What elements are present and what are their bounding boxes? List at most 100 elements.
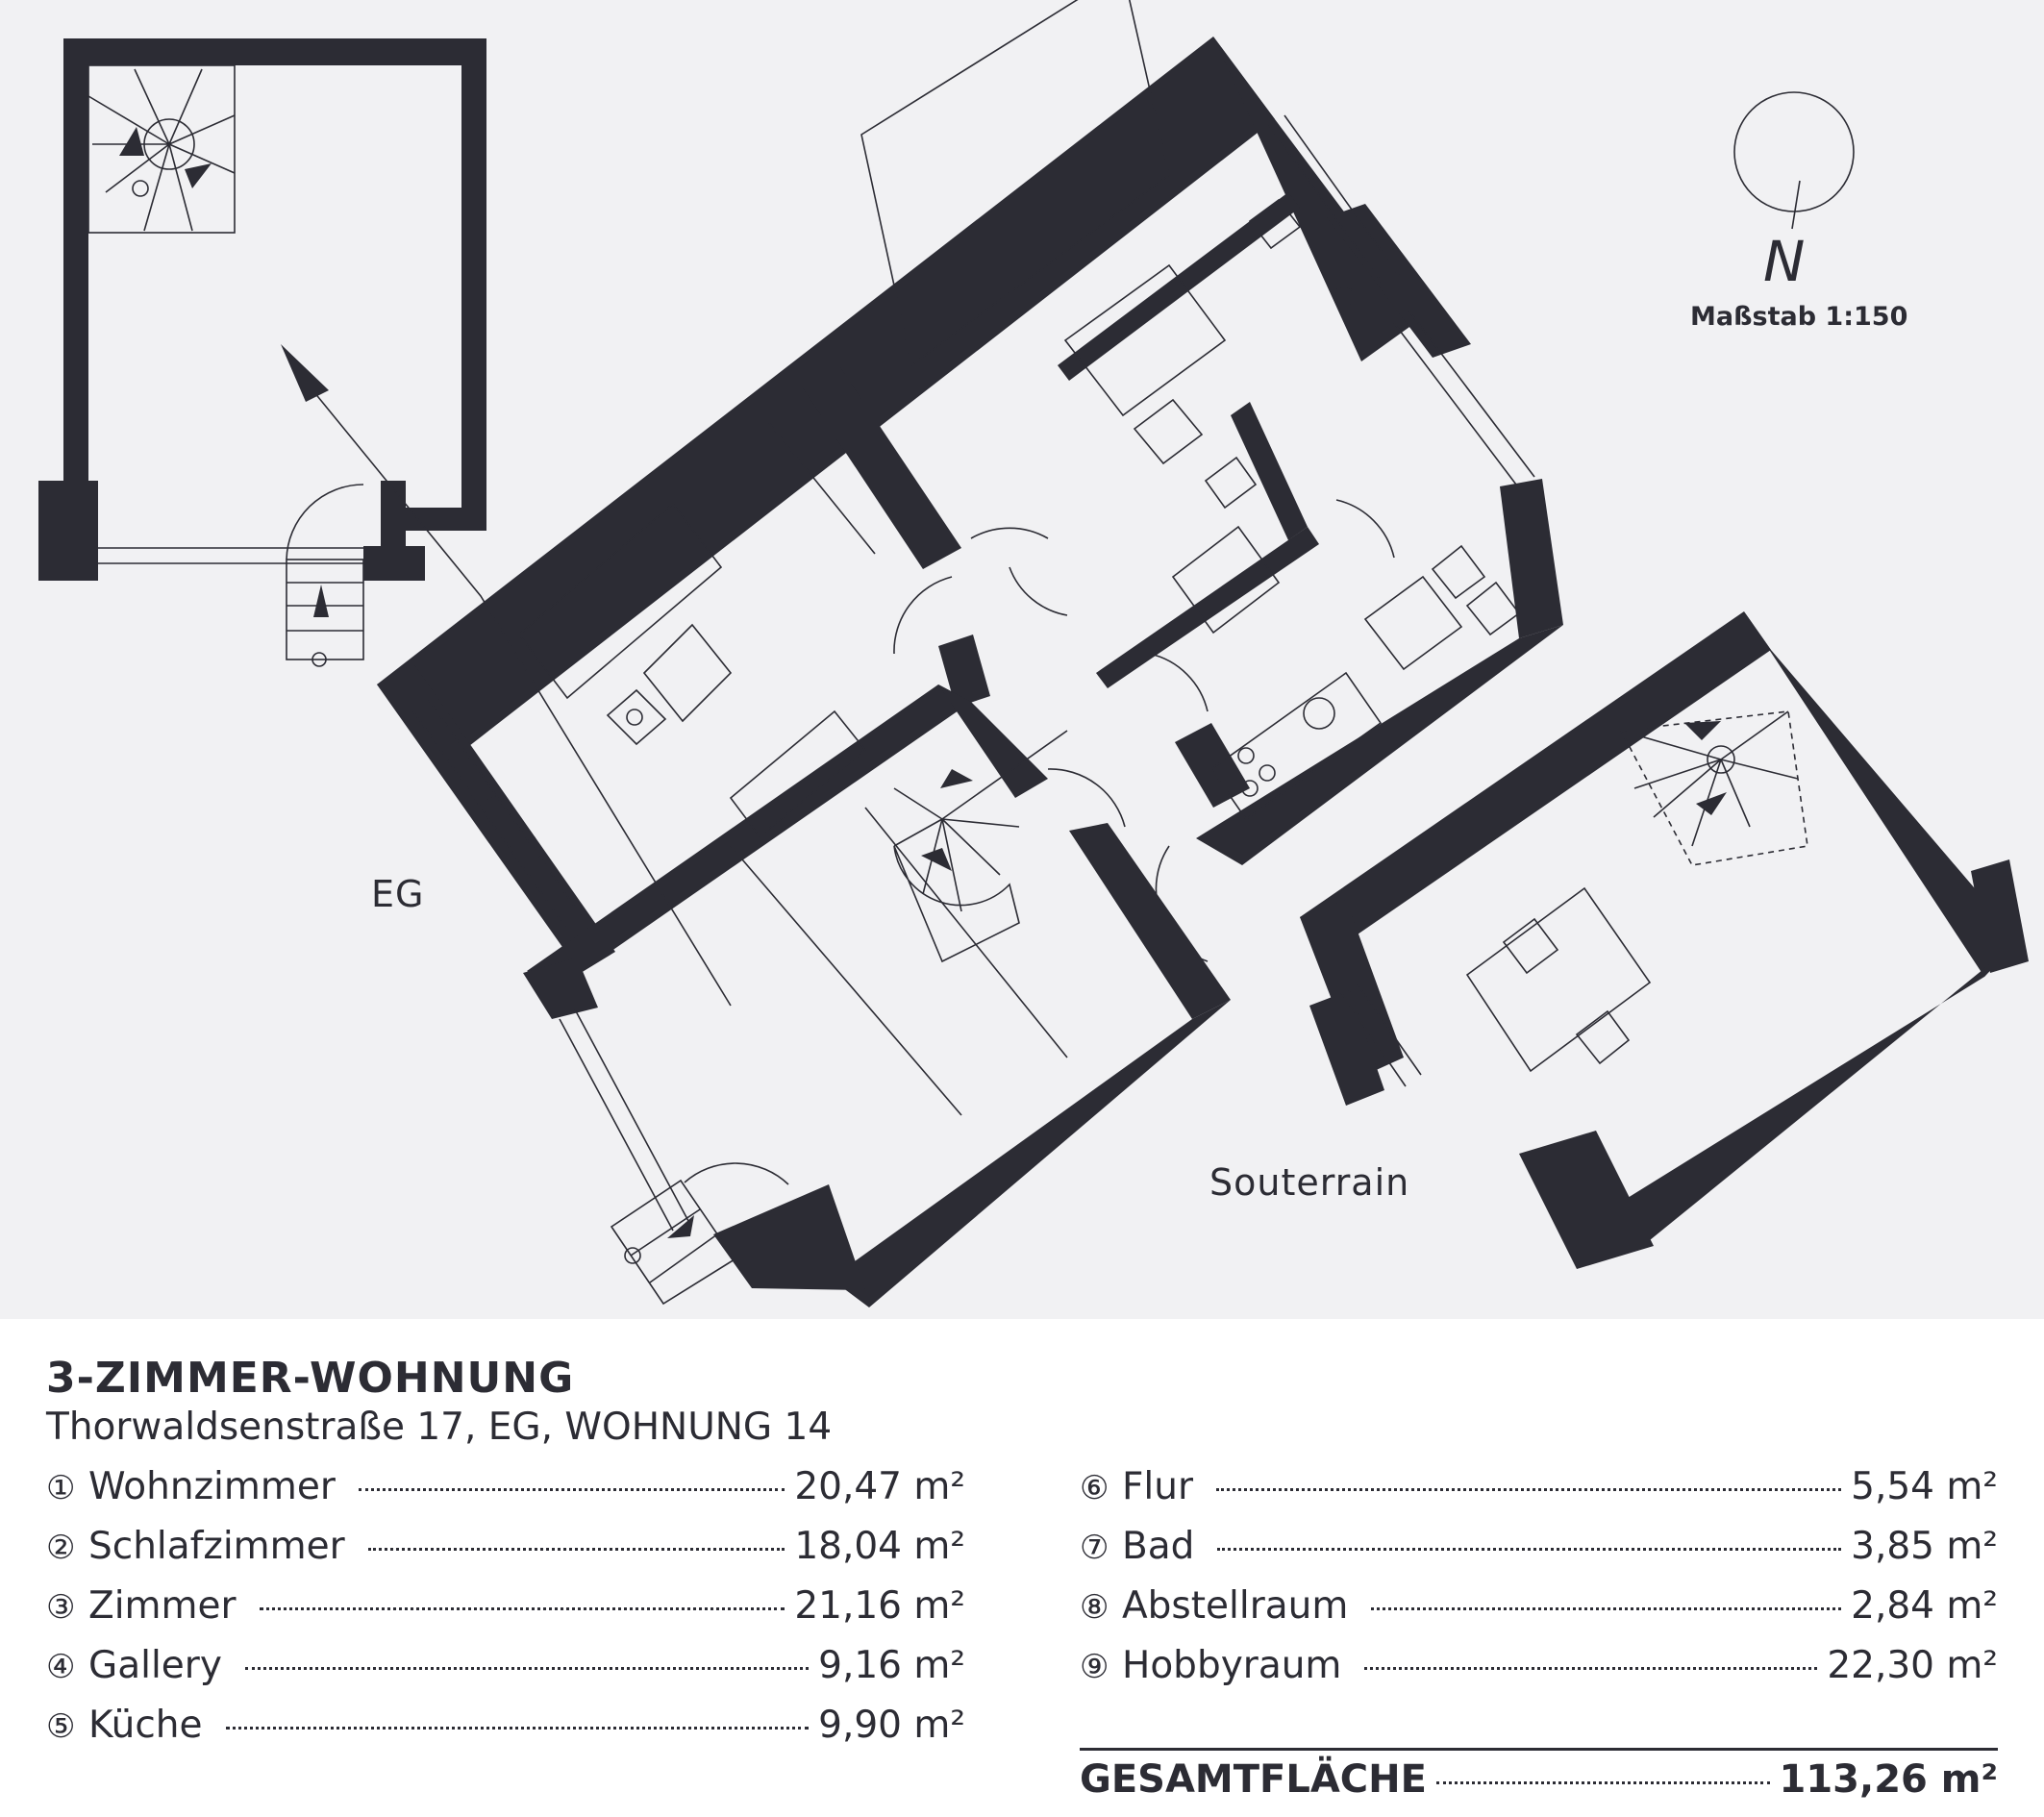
apartment-address: Thorwaldsenstraße 17, EG, WOHNUNG 14 — [46, 1406, 833, 1449]
leader-dots — [358, 1488, 785, 1491]
leader-dots — [1371, 1607, 1842, 1610]
room-name: Küche — [88, 1704, 203, 1747]
leader-dots — [1364, 1667, 1818, 1670]
room-row: ① Wohnzimmer 20,47 m² — [46, 1465, 965, 1525]
total-area: 113,26 m² — [1779, 1757, 1998, 1802]
door-swing-souterrain — [1155, 845, 1209, 962]
arrow-souterrain-stair — [1684, 721, 1721, 740]
arrow-zimmer-stair — [940, 769, 973, 788]
door-swing-bath — [1149, 653, 1209, 712]
wall-zimmer-south — [831, 1000, 1231, 1307]
arrow-gallery-stair — [119, 127, 144, 156]
zimmer-stair — [893, 730, 1068, 912]
room-name: Zimmer — [88, 1584, 237, 1628]
room-area: 20,47 m² — [794, 1465, 965, 1508]
room-number: ⑨ — [1080, 1648, 1109, 1686]
room-number: ⑤ — [46, 1707, 76, 1746]
door-swing-living — [893, 576, 953, 655]
door-swing-hall-south — [1009, 566, 1068, 616]
leader-dots — [259, 1607, 785, 1610]
bottom-entry-steps — [610, 1179, 736, 1306]
room-name: Gallery — [88, 1644, 222, 1687]
gallery-wall-right — [461, 38, 486, 531]
room-area: 18,04 m² — [794, 1525, 965, 1568]
room-number: ④ — [46, 1648, 76, 1686]
total-row: GESAMTFLÄCHE 113,26 m² — [1080, 1757, 1998, 1802]
wall-bath-east — [1231, 402, 1308, 540]
room-number: ⑦ — [1080, 1529, 1109, 1567]
kitchen-table — [1363, 575, 1463, 671]
floor-plan-drawing — [38, 0, 2029, 1307]
room-name: Wohnzimmer — [88, 1465, 336, 1508]
gallery-entry-steps — [286, 559, 364, 660]
leader-dots — [1217, 1548, 1842, 1551]
souterrain-wall-small — [1309, 990, 1384, 1106]
room-area: 21,16 m² — [794, 1584, 965, 1628]
coffee-table — [642, 623, 733, 723]
arrow-gallery-entry — [313, 585, 329, 617]
souterrain-wall-west — [1300, 900, 1404, 1077]
room-row: ⑥ Flur 5,54 m² — [1080, 1465, 1998, 1525]
room-name: Flur — [1122, 1465, 1194, 1508]
room-row: ⑤ Küche 9,90 m² — [46, 1704, 965, 1763]
room-name: Abstellraum — [1122, 1584, 1349, 1628]
apartment-info: 3-ZIMMER-WOHNUNG Thorwaldsenstraße 17, E… — [46, 1346, 1998, 1807]
nightstand — [1133, 398, 1204, 465]
wall-bottom-left-block — [523, 958, 598, 1019]
apartment-title: 3-ZIMMER-WOHNUNG — [46, 1354, 575, 1403]
room-area: 22,30 m² — [1827, 1644, 1998, 1687]
eg-wall-west — [377, 663, 615, 973]
kitchen-counter — [1209, 671, 1383, 821]
room-row: ⑨ Hobbyraum 22,30 m² — [1080, 1644, 1998, 1704]
souterrain-wall-sw — [1519, 1131, 1654, 1269]
room-row: ③ Zimmer 21,16 m² — [46, 1584, 965, 1644]
gallery-pillar-right — [363, 546, 425, 581]
souterrain-wall-east — [1744, 611, 2019, 977]
leader-dots — [244, 1667, 810, 1670]
side-table — [606, 688, 667, 746]
room-row: ② Schlafzimmer 18,04 m² — [46, 1525, 965, 1584]
room-area: 2,84 m² — [1851, 1584, 1998, 1628]
souterrain-wall-south — [1615, 940, 2019, 1240]
leader-dots — [367, 1548, 785, 1551]
wall-living-bedroom — [802, 367, 961, 569]
room-row: ④ Gallery 9,16 m² — [46, 1644, 965, 1704]
souterrain-pillar-east — [1971, 859, 2029, 973]
eg-wall-east — [1500, 479, 1563, 638]
door-swing-zimmer — [1047, 768, 1126, 828]
compass-circle — [1733, 91, 1855, 212]
room-number: ③ — [46, 1588, 76, 1627]
room-list-left: ① Wohnzimmer 20,47 m² ② Schlafzimmer 18,… — [46, 1465, 965, 1763]
wall-bath-south — [1096, 527, 1319, 688]
leader-dots — [1435, 1781, 1770, 1784]
room-number: ① — [46, 1469, 76, 1507]
wall-bed-bath — [1058, 192, 1300, 381]
bed — [1063, 263, 1227, 417]
souterrain-wall-north — [1300, 611, 1771, 956]
compass-north-letter: N — [1763, 229, 1806, 294]
arrow-gallery-stair-2 — [185, 163, 212, 188]
arrow-gallery-main — [281, 344, 329, 402]
room-row: ⑧ Abstellraum 2,84 m² — [1080, 1584, 1998, 1644]
sofa — [517, 502, 723, 700]
wall-eg-small — [461, 775, 500, 806]
door-swing-hall — [970, 527, 1049, 539]
eg-wall-ne-lower — [1327, 204, 1471, 358]
scale-label: Maßstab 1:150 — [1690, 302, 1908, 332]
wall-zimmer-stair — [938, 684, 1048, 798]
arrow-souterrain-stair-2 — [1696, 792, 1727, 815]
room-row: ⑦ Bad 3,85 m² — [1080, 1525, 1998, 1584]
arrow-zimmer-stair-2 — [921, 848, 952, 871]
floor-label-eg: EG — [371, 873, 425, 915]
eg-wall-inner-kitchen — [1175, 723, 1250, 808]
wall-zimmer-sw — [713, 1184, 865, 1290]
room-name: Schlafzimmer — [88, 1525, 345, 1568]
door-swing-kitchen — [1335, 499, 1395, 559]
wall-zimmer-north — [527, 684, 971, 988]
room-area: 9,16 m² — [818, 1644, 965, 1687]
gallery-wall-stub-right — [381, 481, 406, 546]
room-number: ⑧ — [1080, 1588, 1109, 1627]
room-area: 3,85 m² — [1851, 1525, 1998, 1568]
total-divider — [1080, 1748, 1998, 1751]
arrow-bottom-entry — [667, 1215, 694, 1238]
